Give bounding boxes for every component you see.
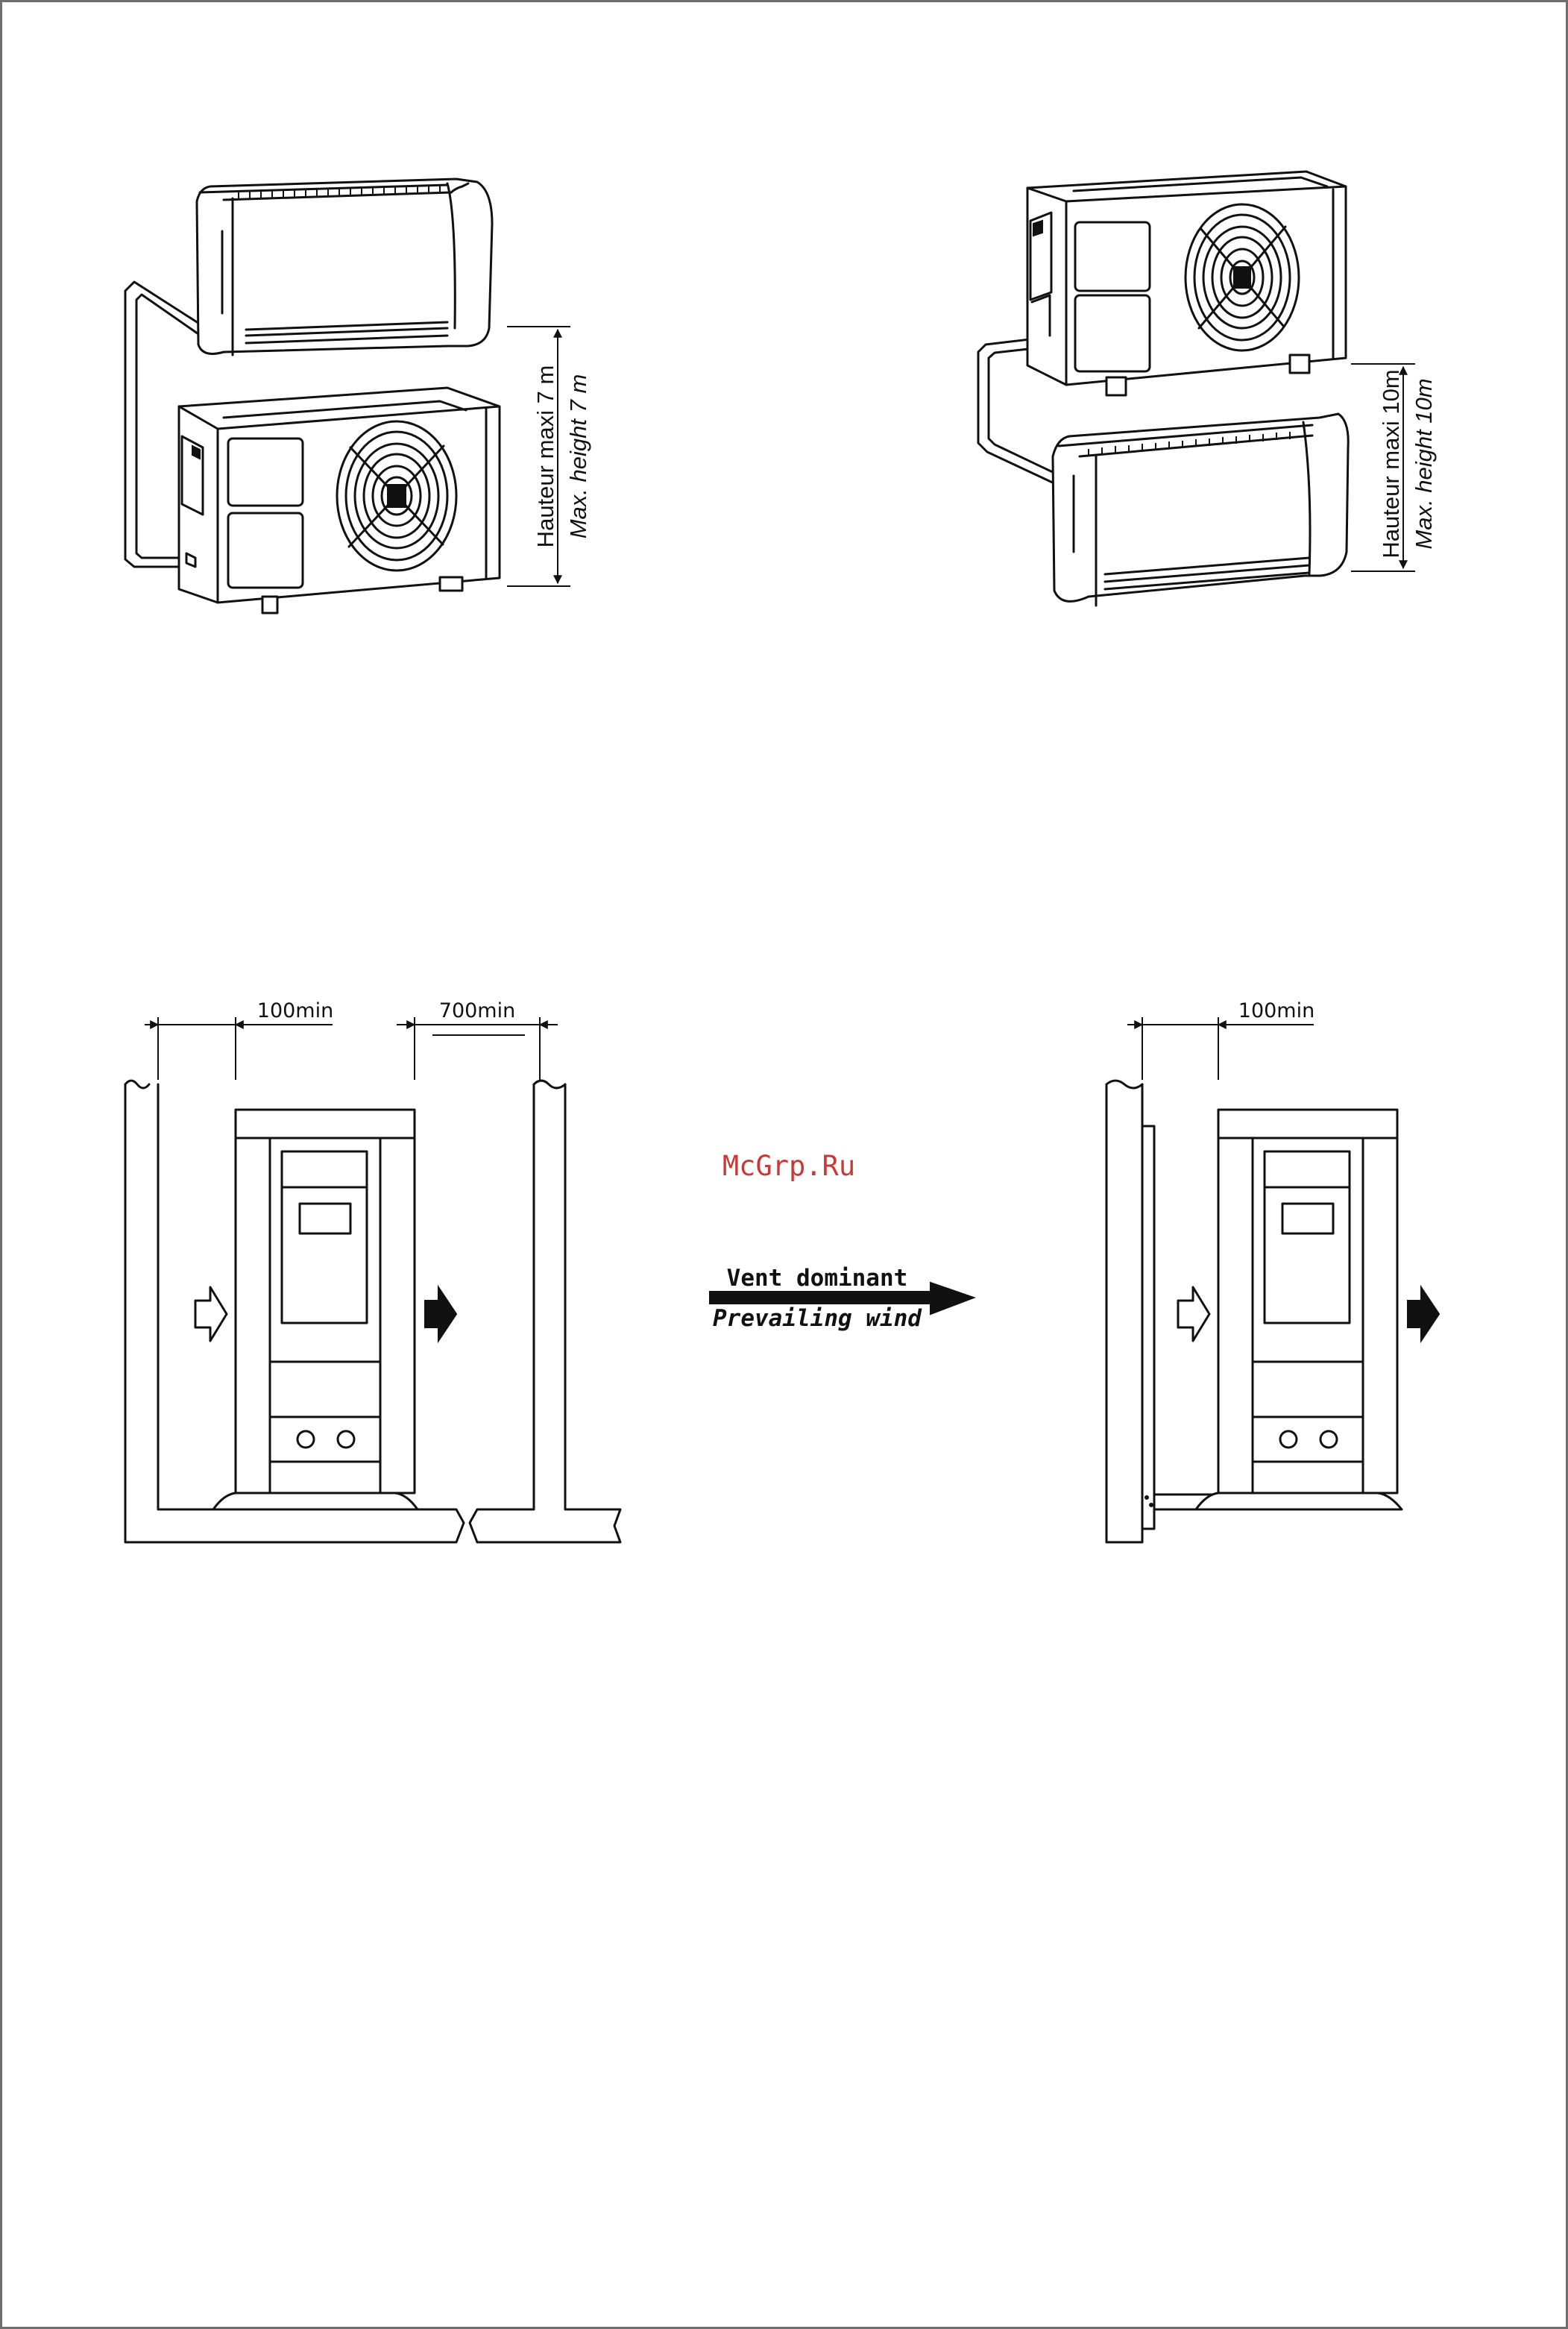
clearance-700min-label: 700min — [439, 999, 515, 1022]
height-dimension-7m: Hauteur maxi 7 m Max. height 7 m — [507, 327, 591, 586]
watermark: McGrp.Ru — [722, 1150, 855, 1182]
air-inlet-arrow — [1178, 1287, 1209, 1341]
figure-indoor-above-outdoor: Hauteur maxi 7 m Max. height 7 m — [125, 179, 591, 613]
fan-grille — [337, 421, 456, 571]
fan-grille — [1186, 204, 1299, 351]
clearance-100min-label: 100min — [257, 999, 333, 1022]
wind-label-fr: Vent dominant — [727, 1265, 908, 1292]
figure-outdoor-above-indoor: Hauteur maxi 10m Max. height 10m — [978, 172, 1437, 606]
outdoor-unit-top-view — [1196, 1110, 1402, 1509]
figure-clearance-wind-barrier: 100min — [1106, 999, 1439, 1542]
outdoor-unit — [179, 388, 500, 613]
prevailing-wind: Vent dominant Prevailing wind — [710, 1265, 974, 1332]
clearance-100min: 100min — [145, 999, 333, 1080]
clearance-100min-label: 100min — [1238, 999, 1314, 1022]
height-label-fr: Hauteur maxi 10m — [1378, 369, 1404, 558]
indoor-unit — [197, 179, 492, 355]
clearance-700min: 700min — [397, 999, 558, 1080]
clearance-100min: 100min — [1127, 999, 1314, 1080]
height-label-fr: Hauteur maxi 7 m — [532, 365, 558, 548]
figure-clearance-two-walls: 100min 700min — [125, 999, 620, 1542]
height-dimension-10m: Hauteur maxi 10m Max. height 10m — [1351, 364, 1437, 571]
air-outlet-arrow — [1408, 1287, 1439, 1341]
wind-label-en: Prevailing wind — [713, 1305, 922, 1332]
wind-barrier — [1142, 1126, 1154, 1529]
air-outlet-arrow — [425, 1287, 456, 1341]
outdoor-unit-top-view — [213, 1110, 418, 1509]
outdoor-unit — [1027, 172, 1346, 395]
height-label-en: Max. height 7 m — [565, 374, 591, 539]
indoor-unit — [1053, 414, 1348, 606]
air-inlet-arrow — [195, 1287, 227, 1341]
height-label-en: Max. height 10m — [1411, 378, 1437, 549]
